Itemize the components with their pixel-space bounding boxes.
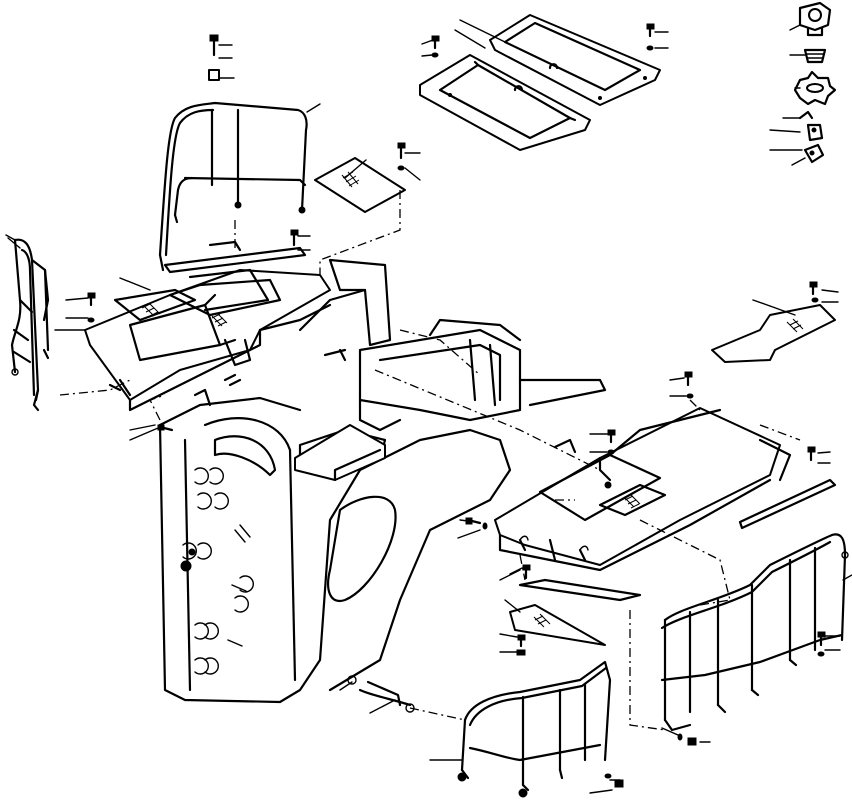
- bolt-icon: [677, 733, 697, 746]
- side-ladder: [7, 237, 50, 412]
- center-lines: [59, 190, 801, 731]
- bolt-icon: [290, 229, 299, 247]
- pivot-bosses: [180, 467, 254, 675]
- bolt-icon: [522, 564, 531, 580]
- bolt-icon: [208, 34, 220, 81]
- right-fender: [494, 407, 792, 572]
- rear-cover-plate: [711, 304, 836, 363]
- bolt-icon: [397, 142, 406, 171]
- bolt-icon: [807, 446, 816, 462]
- left-fender: [84, 268, 332, 412]
- bolt-icon: [465, 517, 488, 530]
- bolt-icon: [87, 292, 96, 323]
- triangle-plate: [509, 604, 606, 646]
- bolt-icon: [607, 429, 616, 455]
- bolt-icon: [809, 281, 819, 303]
- mesh-plate: [314, 157, 406, 213]
- top-cover-plate: [419, 14, 661, 151]
- bolt-icon: [157, 424, 174, 432]
- cab-handrail: [158, 101, 321, 274]
- bolt-icon: [684, 371, 694, 399]
- bolt-icon: [817, 631, 826, 657]
- leader-lines: [5, 19, 852, 794]
- loader-frame: [158, 258, 607, 704]
- bolt-icon: [516, 634, 526, 656]
- filler-cap: [793, 1, 837, 164]
- front-guard-rail: [457, 660, 612, 798]
- bolt-icon: [646, 23, 655, 51]
- rear-guard-rail: [660, 533, 849, 732]
- bolt-icon: [431, 35, 440, 58]
- support-bars: [347, 478, 837, 713]
